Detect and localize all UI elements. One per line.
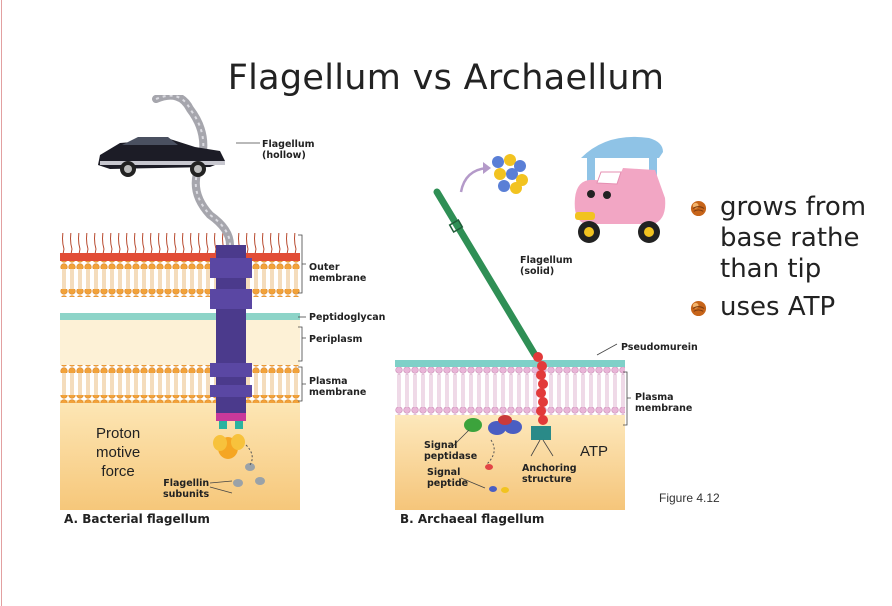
label-pseudomurein: Pseudomurein: [621, 342, 698, 353]
lps-hairs: [60, 233, 300, 255]
toy-car-image: [567, 128, 673, 248]
archaellin-subunit-cluster: [492, 154, 528, 194]
pseudomurein-layer: [395, 360, 625, 367]
label-peptidoglycan: Peptidoglycan: [309, 312, 386, 323]
caption-bacterial-flagellum: A. Bacterial flagellum: [64, 512, 210, 526]
classic-car-image: [98, 137, 225, 177]
archaeal-flagellum-diagram: [395, 188, 631, 510]
slide-title: Flagellum vs Archaellum: [227, 58, 665, 98]
bullet-list: grows from base rathe than tip uses ATP: [690, 192, 866, 330]
label-proton-motive-force: Proton motive force: [96, 425, 141, 480]
curved-arrow-icon: [459, 162, 491, 193]
figure-reference: Figure 4.12: [659, 491, 720, 505]
atp-label: ATP: [580, 443, 609, 460]
label-flagellum-hollow: Flagellum(hollow): [262, 139, 315, 161]
caption-archaeal-flagellum: B. Archaeal flagellum: [400, 512, 545, 526]
plasma-membrane-b: [395, 367, 625, 375]
archaeal-motor-stalk: [531, 352, 551, 440]
bacterial-flagellum-diagram: [60, 95, 306, 510]
peptidoglycan-layer: [60, 313, 300, 320]
bullet-item: grows from base rathe than tip: [690, 192, 866, 285]
flagellar-motor: [210, 245, 252, 459]
label-periplasm: Periplasm: [309, 334, 363, 345]
bullet-line: base rathe: [720, 223, 860, 253]
label-flagellum-solid: Flagellum(solid): [520, 255, 573, 277]
cytoplasm-region: [60, 400, 300, 510]
plasma-membrane-a: [60, 365, 300, 373]
membrane-proteins: [464, 415, 522, 493]
bullet-line: grows from: [720, 192, 867, 222]
bullet-line: than tip: [720, 254, 822, 284]
bullet-line: uses ATP: [720, 292, 836, 322]
orange-sphere-bullet-icon: [690, 300, 707, 317]
flagellin-subunits: [209, 444, 265, 494]
archaeal-filament: [433, 188, 539, 359]
slide-border: [1, 0, 2, 606]
orange-sphere-bullet-icon: [690, 200, 707, 217]
bullet-item: uses ATP: [690, 292, 866, 323]
